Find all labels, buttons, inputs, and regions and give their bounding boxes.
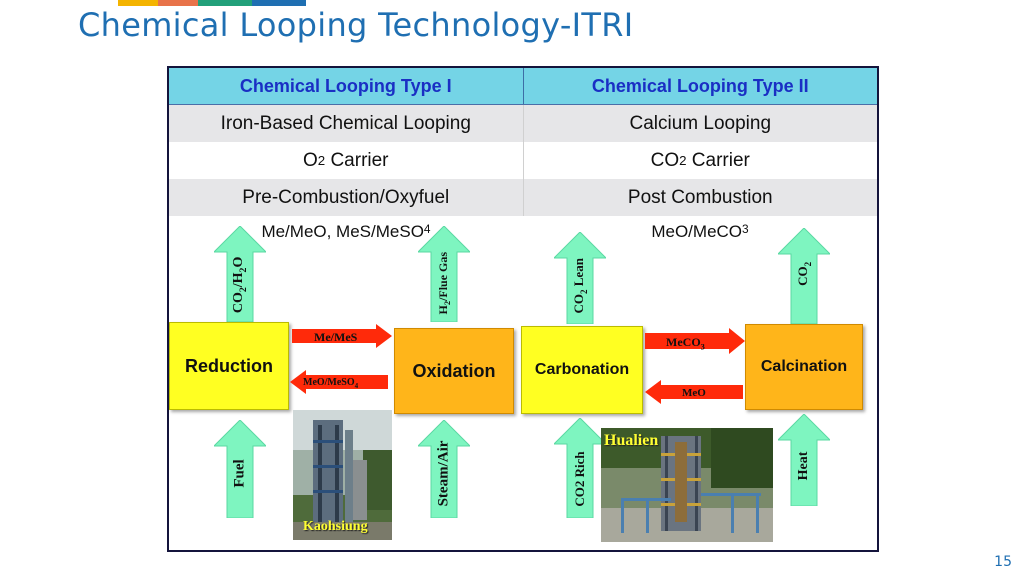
table-row: Iron-Based Chemical Looping Calcium Loop… [169,105,877,142]
up-arrow-icon [418,420,470,518]
left-arrow-icon [290,370,388,394]
right-arrow-icon [645,328,745,354]
table-cell: Iron-Based Chemical Looping [220,112,471,134]
calcination-input-label: Heat [796,451,811,481]
up-arrow-icon [214,226,266,322]
up-arrow-icon [418,226,470,322]
reduction-box: Reduction [169,322,289,410]
header-type-2: Chemical Looping Type II [522,68,878,104]
kaohsiung-plant-photo [293,410,392,540]
up-arrow-icon [554,232,606,324]
kaohsiung-caption: Kaohsiung [303,519,368,534]
oxidation-input-label: Steam/Air [435,440,452,507]
table-cell: Post Combustion [522,179,878,216]
accent-bar-blue [252,0,306,6]
right-arrow-icon [292,324,392,348]
forward-flow-label: MeCO3 [666,335,705,352]
accent-bar-yellow [118,0,158,6]
up-arrow-icon [778,228,830,324]
carbonation-output-label: CO2 Lean [571,258,589,314]
table-cell: Pre-Combustion/Oxyfuel [242,186,450,208]
table-cell: Calcium Looping [522,105,878,142]
reverse-flow-label: MeO [682,387,706,399]
calcination-box: Calcination [745,324,863,410]
left-arrow-icon [645,380,743,404]
calcination-output-label: CO2 [795,261,813,286]
oxidation-box: Oxidation [394,328,514,414]
reduction-input-label: Fuel [231,459,248,488]
hualien-caption: Hualien [604,432,659,449]
up-arrow-icon [214,420,266,518]
carbonation-box: Carbonation [521,326,643,414]
oxidation-output-label: H2/Flue Gas [435,251,453,315]
table-row: Pre-Combustion/Oxyfuel Post Combustion [169,179,877,216]
forward-flow-label: Me/MeS [314,330,358,344]
hualien-plant-photo [601,428,773,542]
header-type-1: Chemical Looping Type I [239,75,452,96]
table-header-row: Chemical Looping Type I Chemical Looping… [169,68,877,105]
slide-title: Chemical Looping Technology-ITRI [78,6,634,44]
accent-bar-coral [158,0,198,6]
accent-bar-green [198,0,252,6]
reduction-output-label: CO2/H2O [231,256,249,314]
reverse-flow-label: MeO/MeSO4 [303,377,359,390]
up-arrow-icon [778,414,830,506]
carbonation-input-label: CO2 Rich [572,451,587,507]
page-number: 15 [994,554,1012,570]
